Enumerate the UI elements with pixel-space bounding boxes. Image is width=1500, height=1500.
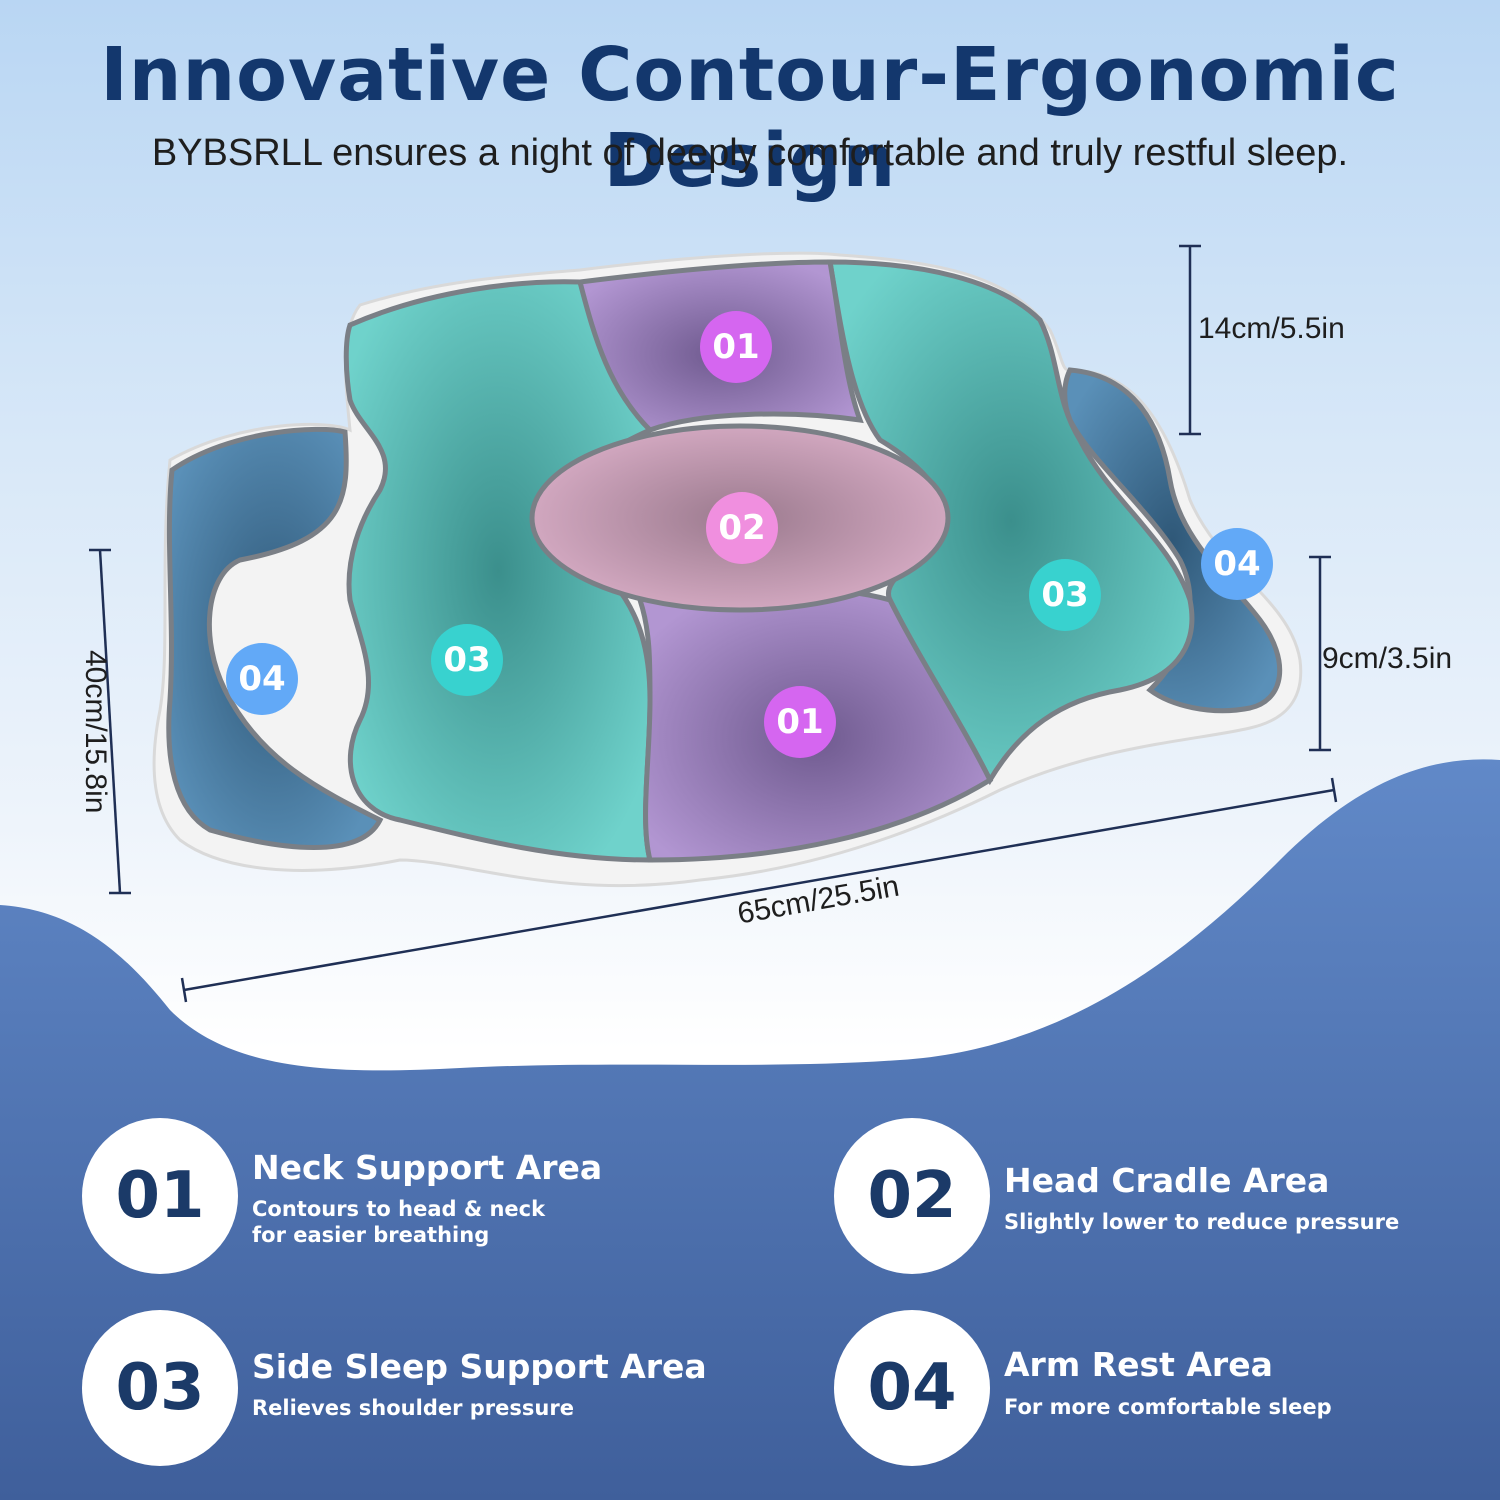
page-title: Innovative Contour-Ergonomic Design xyxy=(100,32,1400,204)
page-subtitle: BYBSRLL ensures a night of deeply comfor… xyxy=(151,132,1349,174)
bottom-wave-panel xyxy=(0,759,1500,1500)
feature-title: Arm Rest Area xyxy=(1004,1345,1273,1384)
feature-number: 04 xyxy=(834,1310,990,1466)
marker-head: 02 xyxy=(706,492,778,564)
feature-number: 01 xyxy=(82,1118,238,1274)
feature-title: Neck Support Area xyxy=(252,1148,603,1187)
dimension-depth: 40cm/15.8in xyxy=(79,650,112,814)
dimension-top-height: 14cm/5.5in xyxy=(1198,312,1345,345)
feature-title: Side Sleep Support Area xyxy=(252,1347,707,1386)
feature-description: Slightly lower to reduce pressure xyxy=(1004,1210,1400,1234)
dimension-lines xyxy=(89,244,1338,1003)
feature-title: Head Cradle Area xyxy=(1004,1161,1330,1200)
feature-description: Relieves shoulder pressure xyxy=(252,1396,574,1420)
marker-side-right: 03 xyxy=(1029,559,1101,631)
arm-rest-left-zone xyxy=(166,426,384,850)
marker-arm-left: 04 xyxy=(226,643,298,715)
marker-neck-bottom: 01 xyxy=(764,686,836,758)
arm-rest-right-zone xyxy=(1062,367,1283,714)
feature-number: 03 xyxy=(82,1310,238,1466)
marker-arm-right: 04 xyxy=(1201,528,1273,600)
feature-description: Contours to head & neck for easier breat… xyxy=(252,1197,546,1247)
feature-number: 02 xyxy=(834,1118,990,1274)
feature-description: For more comfortable sleep xyxy=(1004,1395,1332,1419)
marker-side-left: 03 xyxy=(431,624,503,696)
marker-neck-top: 01 xyxy=(700,311,772,383)
dimension-side-height: 9cm/3.5in xyxy=(1322,642,1453,675)
